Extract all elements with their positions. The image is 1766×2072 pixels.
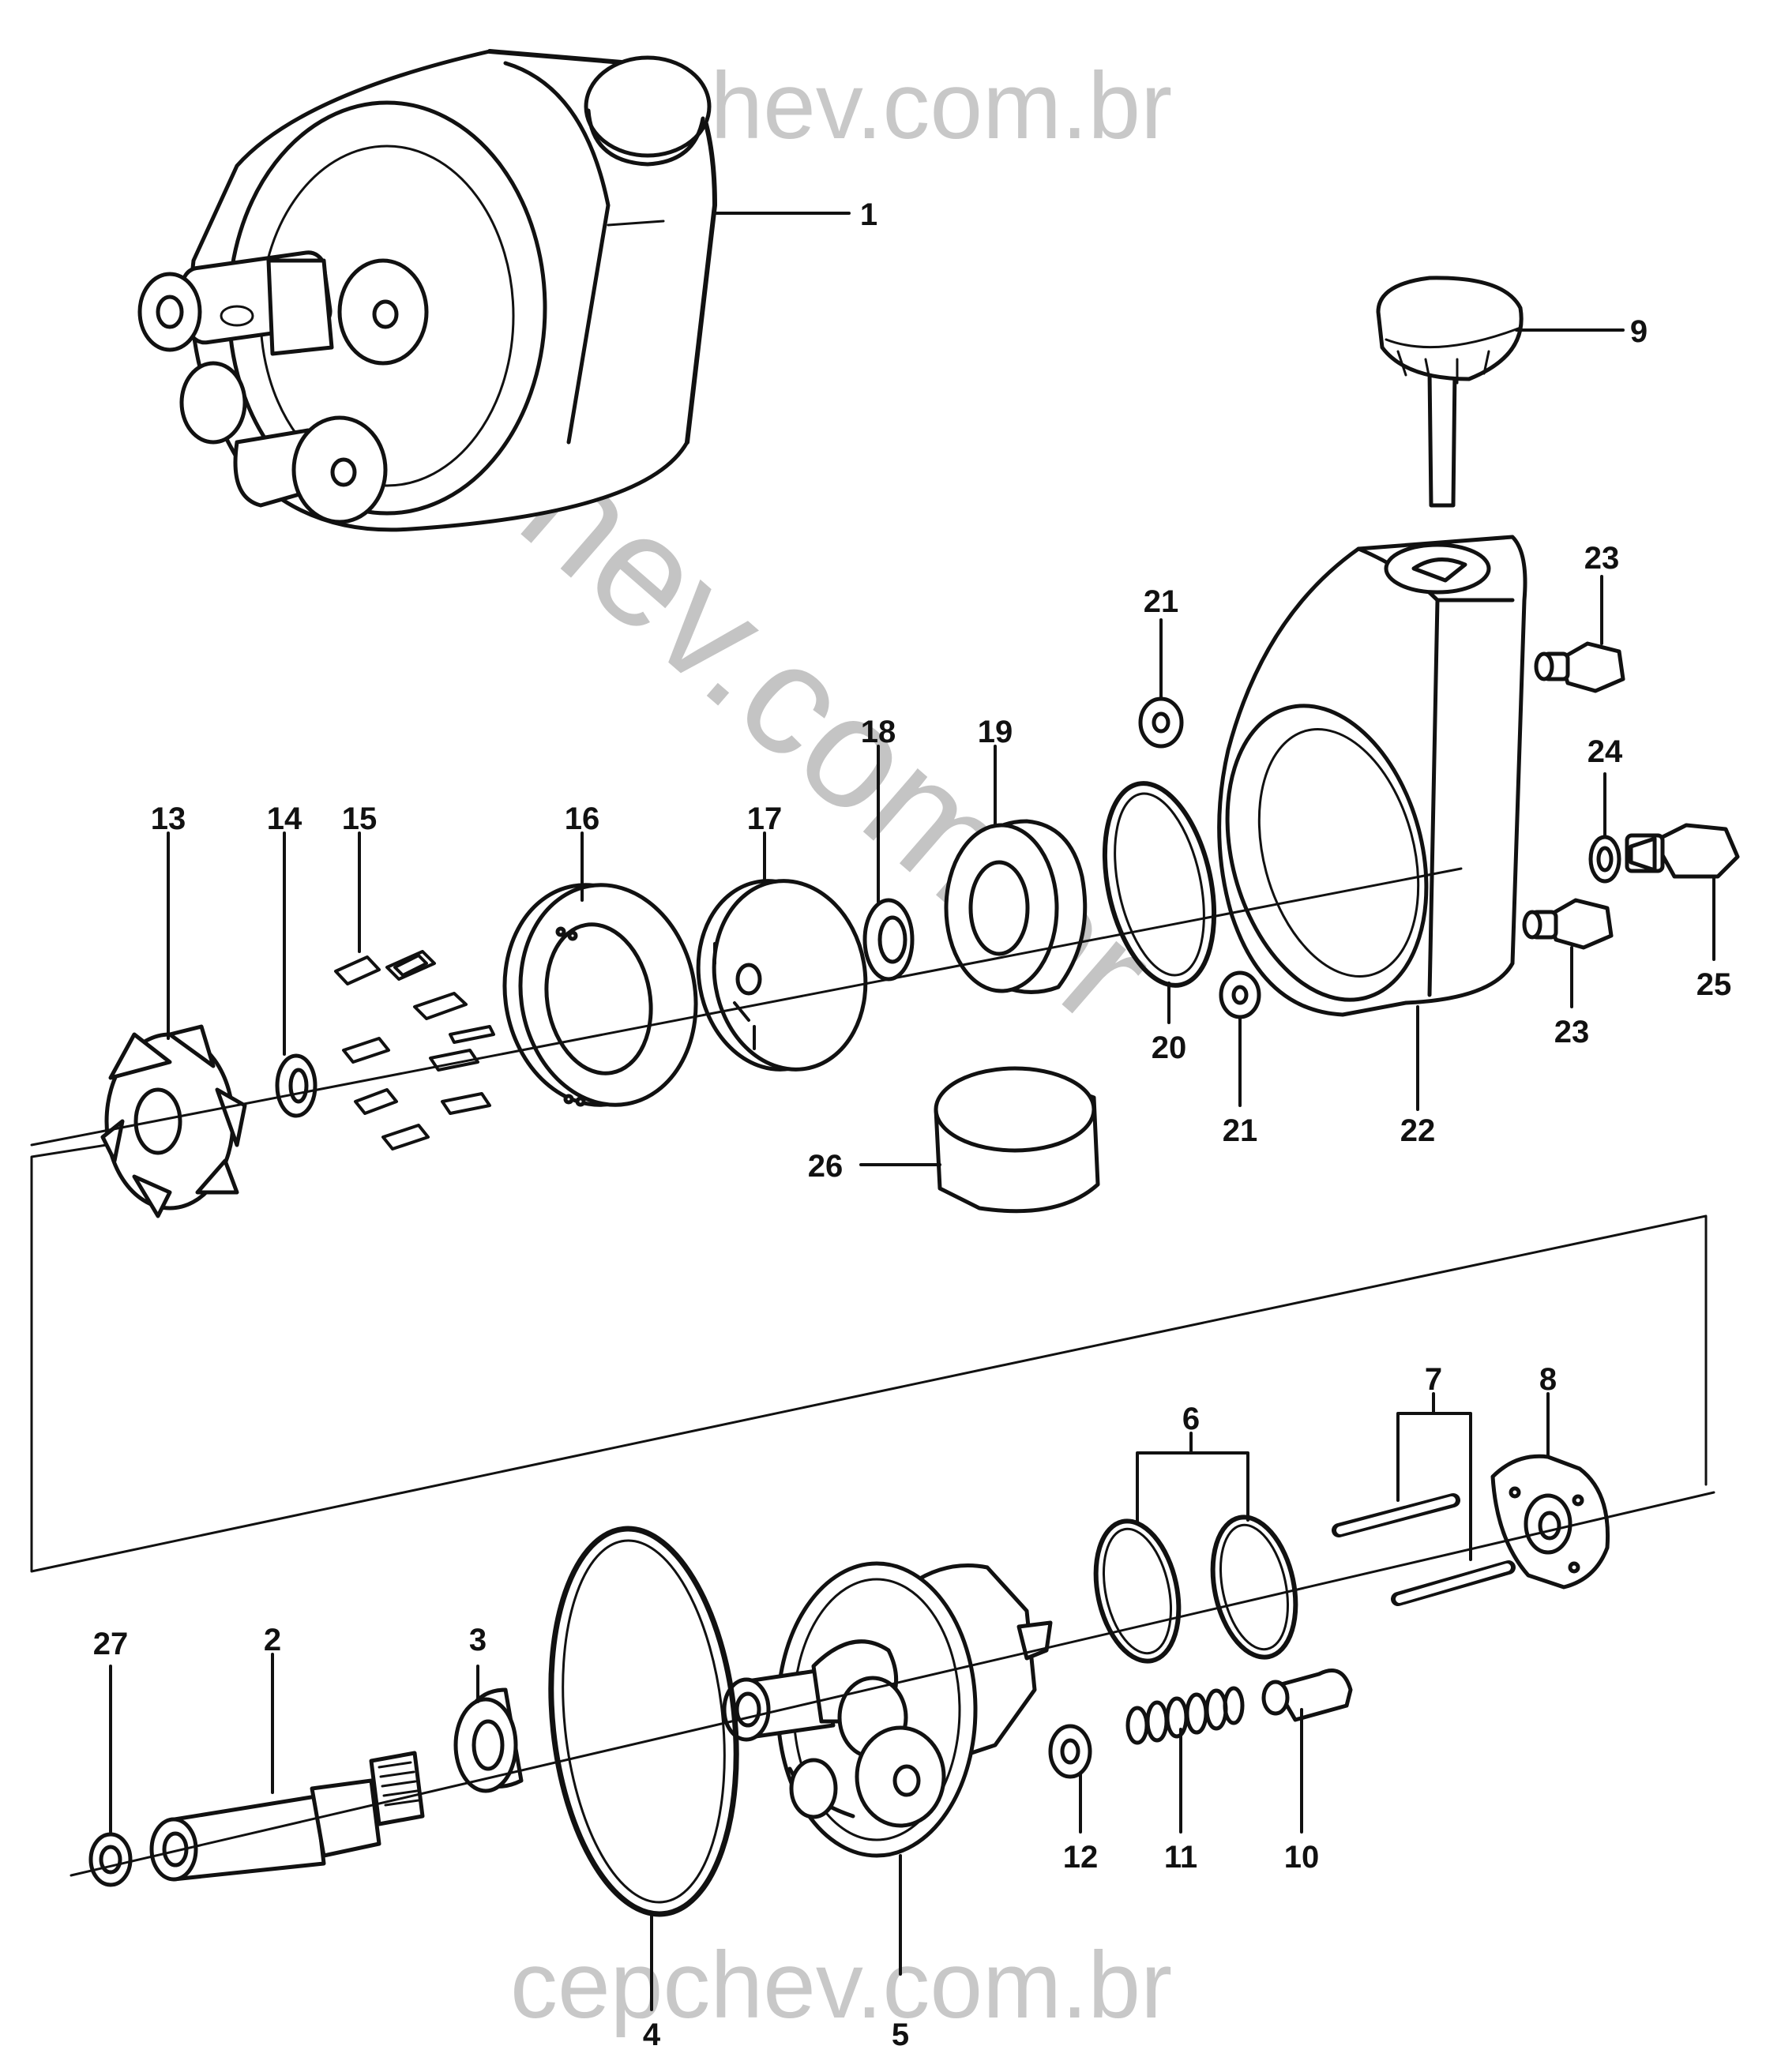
dipstick-cap <box>1376 276 1524 508</box>
callout-6: 6 <box>1182 1402 1200 1436</box>
end-plate-8 <box>1490 1454 1610 1590</box>
drive-shaft-2 <box>149 1751 425 1882</box>
valve-plug-10 <box>1261 1668 1353 1722</box>
spring-11 <box>1125 1686 1245 1745</box>
callout-9: 9 <box>1630 314 1648 349</box>
pressure-plate-17 <box>696 879 868 1072</box>
snap-ring-20 <box>1102 781 1217 988</box>
callout-5: 5 <box>892 2018 909 2052</box>
callout-23b: 23 <box>1554 1015 1590 1049</box>
reservoir-housing <box>1217 535 1527 1017</box>
watermark-bottom: cepchev.com.br <box>510 1932 1172 2038</box>
o-ring-6b <box>1210 1515 1298 1660</box>
callout-23a: 23 <box>1584 541 1620 576</box>
bolt-23b <box>1522 898 1614 950</box>
rotor-13 <box>100 1024 247 1218</box>
pump-body-5 <box>722 1561 1053 1858</box>
callout-11: 11 <box>1164 1840 1197 1875</box>
callout-26: 26 <box>808 1149 844 1184</box>
fitting-25 <box>1625 823 1740 879</box>
callout-10: 10 <box>1284 1840 1320 1875</box>
callout-19: 19 <box>978 715 1013 749</box>
bolt-23a <box>1534 641 1625 693</box>
callout-25: 25 <box>1696 967 1732 1002</box>
pins-7 <box>1332 1493 1516 1606</box>
callout-17: 17 <box>747 801 783 836</box>
seal-19 <box>944 819 1088 994</box>
callout-1: 1 <box>860 197 877 232</box>
o-ring-6a <box>1093 1518 1182 1664</box>
callout-16: 16 <box>565 801 600 836</box>
callout-3: 3 <box>469 1623 487 1657</box>
callout-7: 7 <box>1425 1362 1442 1397</box>
callout-14: 14 <box>267 801 302 836</box>
o-ring-4 <box>548 1526 739 1917</box>
callout-27: 27 <box>93 1627 129 1661</box>
callout-13: 13 <box>151 801 186 836</box>
shaft-seal-3 <box>453 1687 524 1793</box>
callout-20: 20 <box>1152 1030 1187 1065</box>
callout-2: 2 <box>264 1623 281 1657</box>
callout-8: 8 <box>1539 1362 1557 1397</box>
callout-21b: 21 <box>1223 1113 1258 1148</box>
callout-22: 22 <box>1400 1113 1436 1148</box>
pump-assembly <box>137 49 717 532</box>
callout-15: 15 <box>342 801 378 836</box>
cam-ring-16 <box>502 883 698 1107</box>
callout-21a: 21 <box>1144 584 1179 619</box>
assembly-guide-lines <box>30 867 1715 1877</box>
vanes-15 <box>334 950 495 1150</box>
cap-26 <box>934 1066 1100 1214</box>
callout-24: 24 <box>1588 734 1623 769</box>
callout-18: 18 <box>861 715 896 749</box>
callout-12: 12 <box>1063 1840 1099 1875</box>
callout-4: 4 <box>643 2018 661 2052</box>
